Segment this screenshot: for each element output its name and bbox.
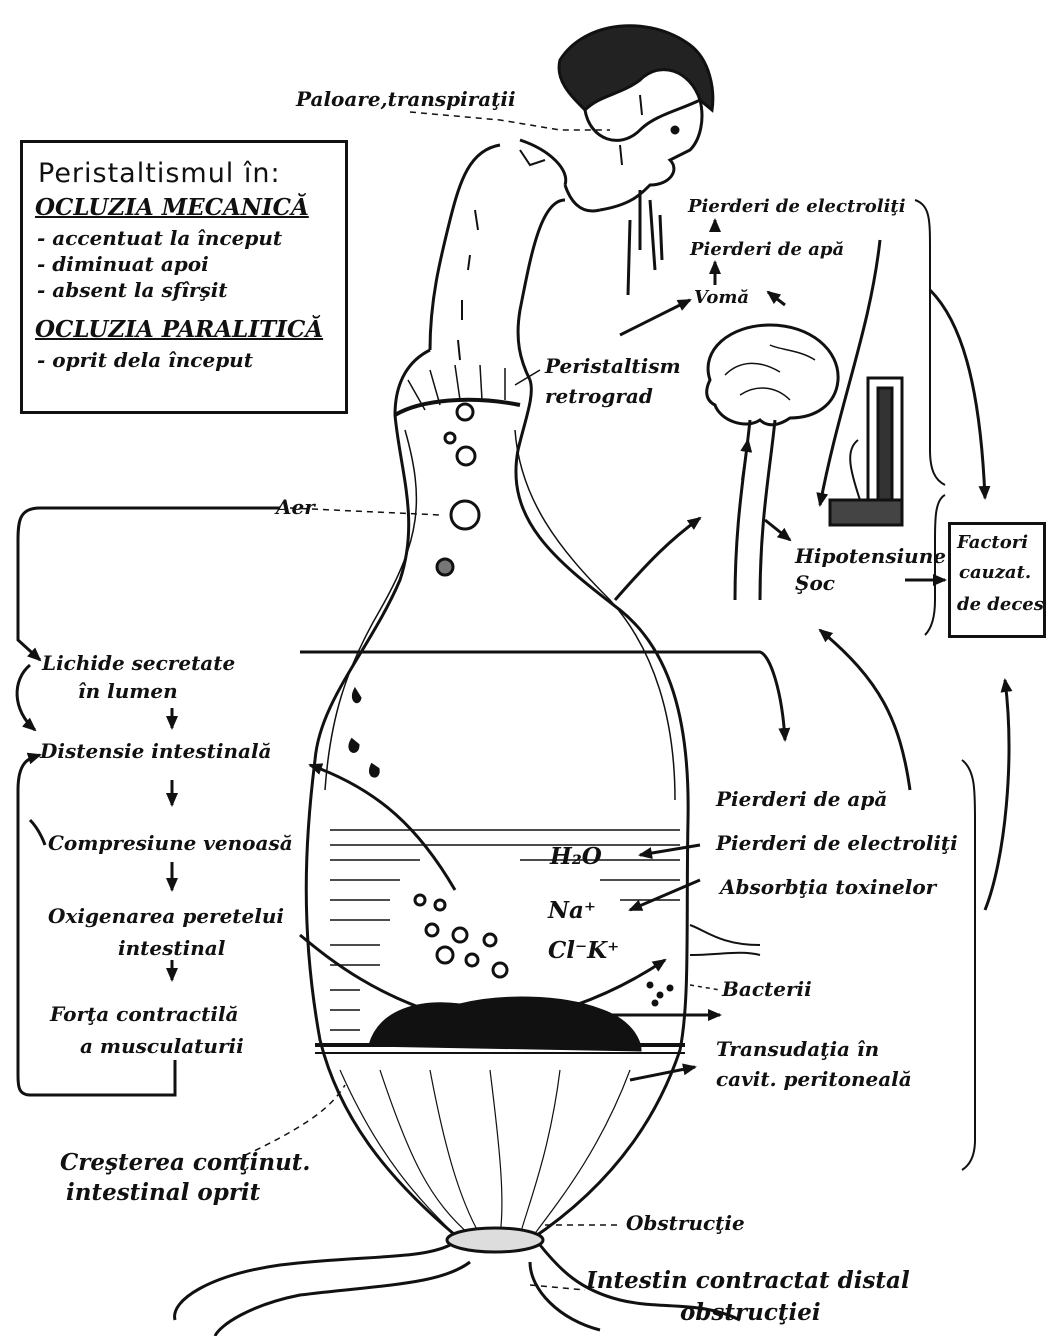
label-obstruction: Obstrucţie: [626, 1212, 745, 1234]
label-oxygenation-line1: Oxigenarea peretelui: [48, 905, 284, 927]
label-distension: Distensie intestinală: [40, 740, 272, 762]
label-content-line2: intestinal oprit: [66, 1180, 260, 1205]
label-water-loss: Pierderi de apă: [716, 788, 887, 810]
label-cl-k: Cl⁻K⁺: [548, 938, 619, 963]
label-content-line1: Creşterea conţinut.: [60, 1150, 310, 1175]
label-venous-compression: Compresiune venoasă: [48, 832, 293, 854]
label-retrograde-line1: Peristaltism: [545, 355, 681, 377]
label-na: Na⁺: [548, 898, 596, 923]
death-factors-box: Factori cauzat. de deces: [948, 522, 1046, 638]
legend-mechanical-item: - diminuat apoi: [37, 253, 209, 275]
label-hypotension: Hipotensiune: [795, 545, 946, 567]
label-secreted-line1: Lichide secretate: [42, 652, 235, 674]
label-air: Aer: [276, 496, 315, 518]
death-factors-line: de deces: [957, 595, 1044, 615]
patient-head-illustration: [520, 26, 713, 295]
esophagus-illustration: [430, 145, 565, 380]
legend-title: Peristaltismul în:: [38, 159, 281, 189]
label-toxin-absorption: Absorbţia toxinelor: [720, 876, 936, 898]
label-transudation-line1: Transudaţia în: [716, 1038, 879, 1060]
label-secreted-line2: în lumen: [78, 680, 178, 702]
label-shock: Şoc: [795, 572, 835, 594]
label-top-water-loss: Pierderi de apă: [690, 240, 844, 260]
label-pallor: Paloare,transpiraţii: [296, 88, 516, 110]
legend-paralytic-item: - oprit dela început: [37, 349, 253, 371]
legend-paralytic-heading: OCLUZIA PARALITICĂ: [35, 317, 323, 342]
death-factors-line: cauzat.: [959, 563, 1031, 583]
label-retrograde-line2: retrograd: [545, 385, 653, 407]
legend-mechanical-item: - absent la sfîrşit: [37, 279, 228, 301]
label-top-electrolyte-loss: Pierderi de electroliţi: [688, 197, 906, 217]
legend-mechanical-item: - accentuat la început: [37, 227, 282, 249]
label-oxygenation-line2: intestinal: [118, 937, 225, 959]
manometer-illustration: [830, 378, 902, 525]
label-transudation-line2: cavit. peritoneală: [716, 1068, 912, 1090]
death-factors-line: Factori: [957, 533, 1028, 553]
label-distal-line1: Intestin contractat distal: [586, 1268, 910, 1293]
label-bacteria: Bacterii: [722, 978, 812, 1000]
label-force-line1: Forţa contractilă: [50, 1003, 239, 1025]
label-distal-line2: obstrucţiei: [680, 1300, 821, 1325]
legend-box: Peristaltismul în: OCLUZIA MECANICĂ - ac…: [20, 140, 348, 414]
legend-mechanical-heading: OCLUZIA MECANICĂ: [35, 195, 309, 220]
label-vomit: Vomă: [694, 288, 749, 308]
label-electrolyte-loss: Pierderi de electroliţi: [716, 832, 958, 854]
label-h2o: H₂O: [550, 844, 602, 869]
label-force-line2: a musculaturii: [80, 1035, 244, 1057]
